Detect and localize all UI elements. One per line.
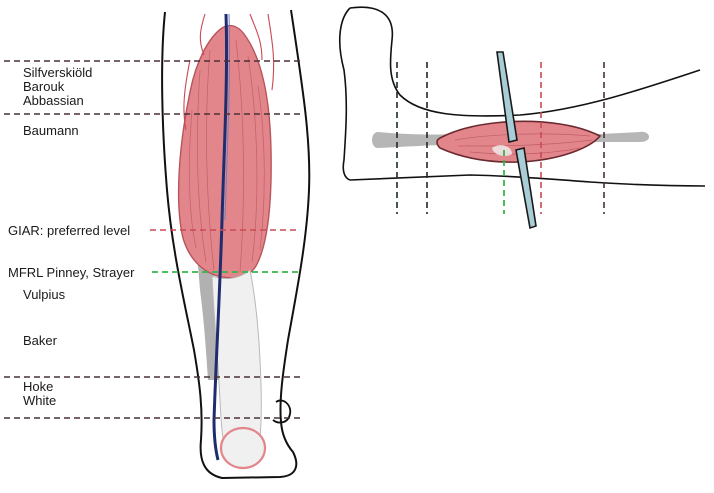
- vessels: [183, 13, 275, 131]
- level-lines: [4, 60, 300, 419]
- rod-instrument: [496, 51, 537, 230]
- label-giar: GIAR: preferred level: [8, 223, 131, 238]
- side-muscle: [436, 120, 602, 163]
- lateral-leg-section-icon: [338, 6, 706, 230]
- label-abbassian: Abbassian: [23, 93, 84, 108]
- sural-nerve: [212, 13, 229, 461]
- label-silfverskiold: Silfverskiöld: [23, 65, 93, 80]
- posterior-leg-anatomy-icon: [161, 9, 311, 480]
- label-hoke: Hoke: [23, 379, 54, 394]
- rod-upper: [496, 51, 518, 143]
- side-tendon: [492, 145, 512, 156]
- calcaneus: [219, 426, 267, 470]
- label-white: White: [23, 393, 57, 408]
- rod-lower: [515, 147, 537, 230]
- label-barouk: Barouk: [23, 79, 65, 94]
- side-leg-outline: [338, 7, 706, 187]
- label-baumann: Baumann: [23, 123, 79, 138]
- muscle-fibers: [188, 39, 265, 273]
- leg-outline: [161, 9, 311, 480]
- label-baker: Baker: [23, 333, 57, 348]
- label-mfrl: MFRL Pinney, Strayer: [8, 265, 135, 280]
- nerve-highlight: [224, 13, 231, 221]
- heel-outline: [272, 399, 292, 424]
- side-leg-top: [349, 6, 701, 117]
- achilles-tendon: [211, 269, 262, 453]
- label-vulpius: Vulpius: [23, 287, 66, 302]
